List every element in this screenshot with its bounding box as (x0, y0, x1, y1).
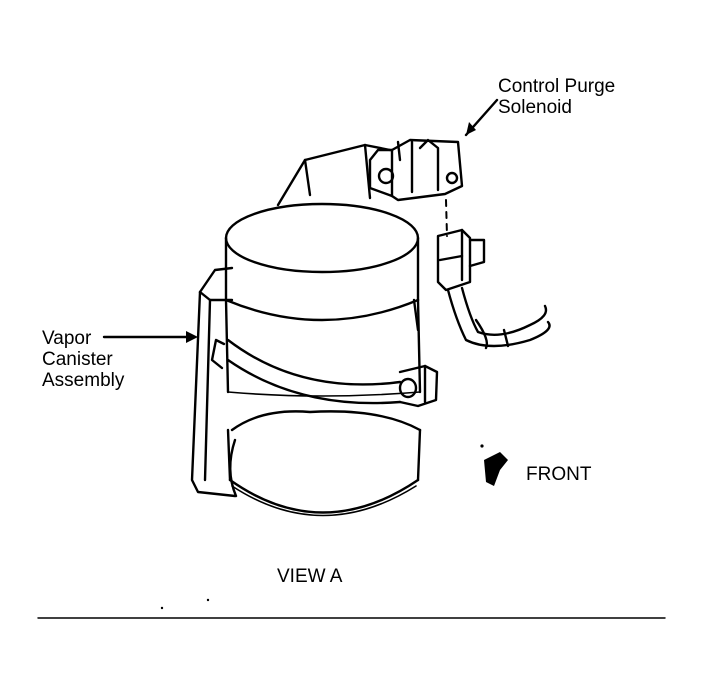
purge-solenoid (368, 138, 464, 202)
scan-speck (160, 606, 164, 610)
vapor-arrowhead (186, 331, 198, 343)
label-line: Control Purge (498, 76, 616, 97)
label-line: Assembly (42, 370, 125, 391)
front-label: FRONT (526, 464, 592, 485)
wire-harness (446, 286, 551, 350)
wire-connector (436, 228, 486, 292)
bracket-lower-clamp (227, 391, 422, 498)
view-a-caption: VIEW A (277, 566, 343, 587)
mounting-bracket (190, 143, 420, 498)
purge-arrowhead (466, 122, 476, 135)
label-line: Vapor (42, 328, 92, 349)
control-purge-solenoid-label: Control Purge Solenoid (498, 76, 615, 118)
scan-speck (480, 444, 484, 448)
vapor-canister-assembly-label: Vapor Canister Assembly (42, 328, 124, 391)
front-arrow-icon (484, 452, 508, 486)
connection-dashed-line (445, 199, 448, 237)
vapor-canister (224, 202, 422, 517)
label-line: Canister (42, 349, 113, 370)
scan-speck (206, 598, 210, 602)
label-line: Solenoid (498, 97, 572, 118)
